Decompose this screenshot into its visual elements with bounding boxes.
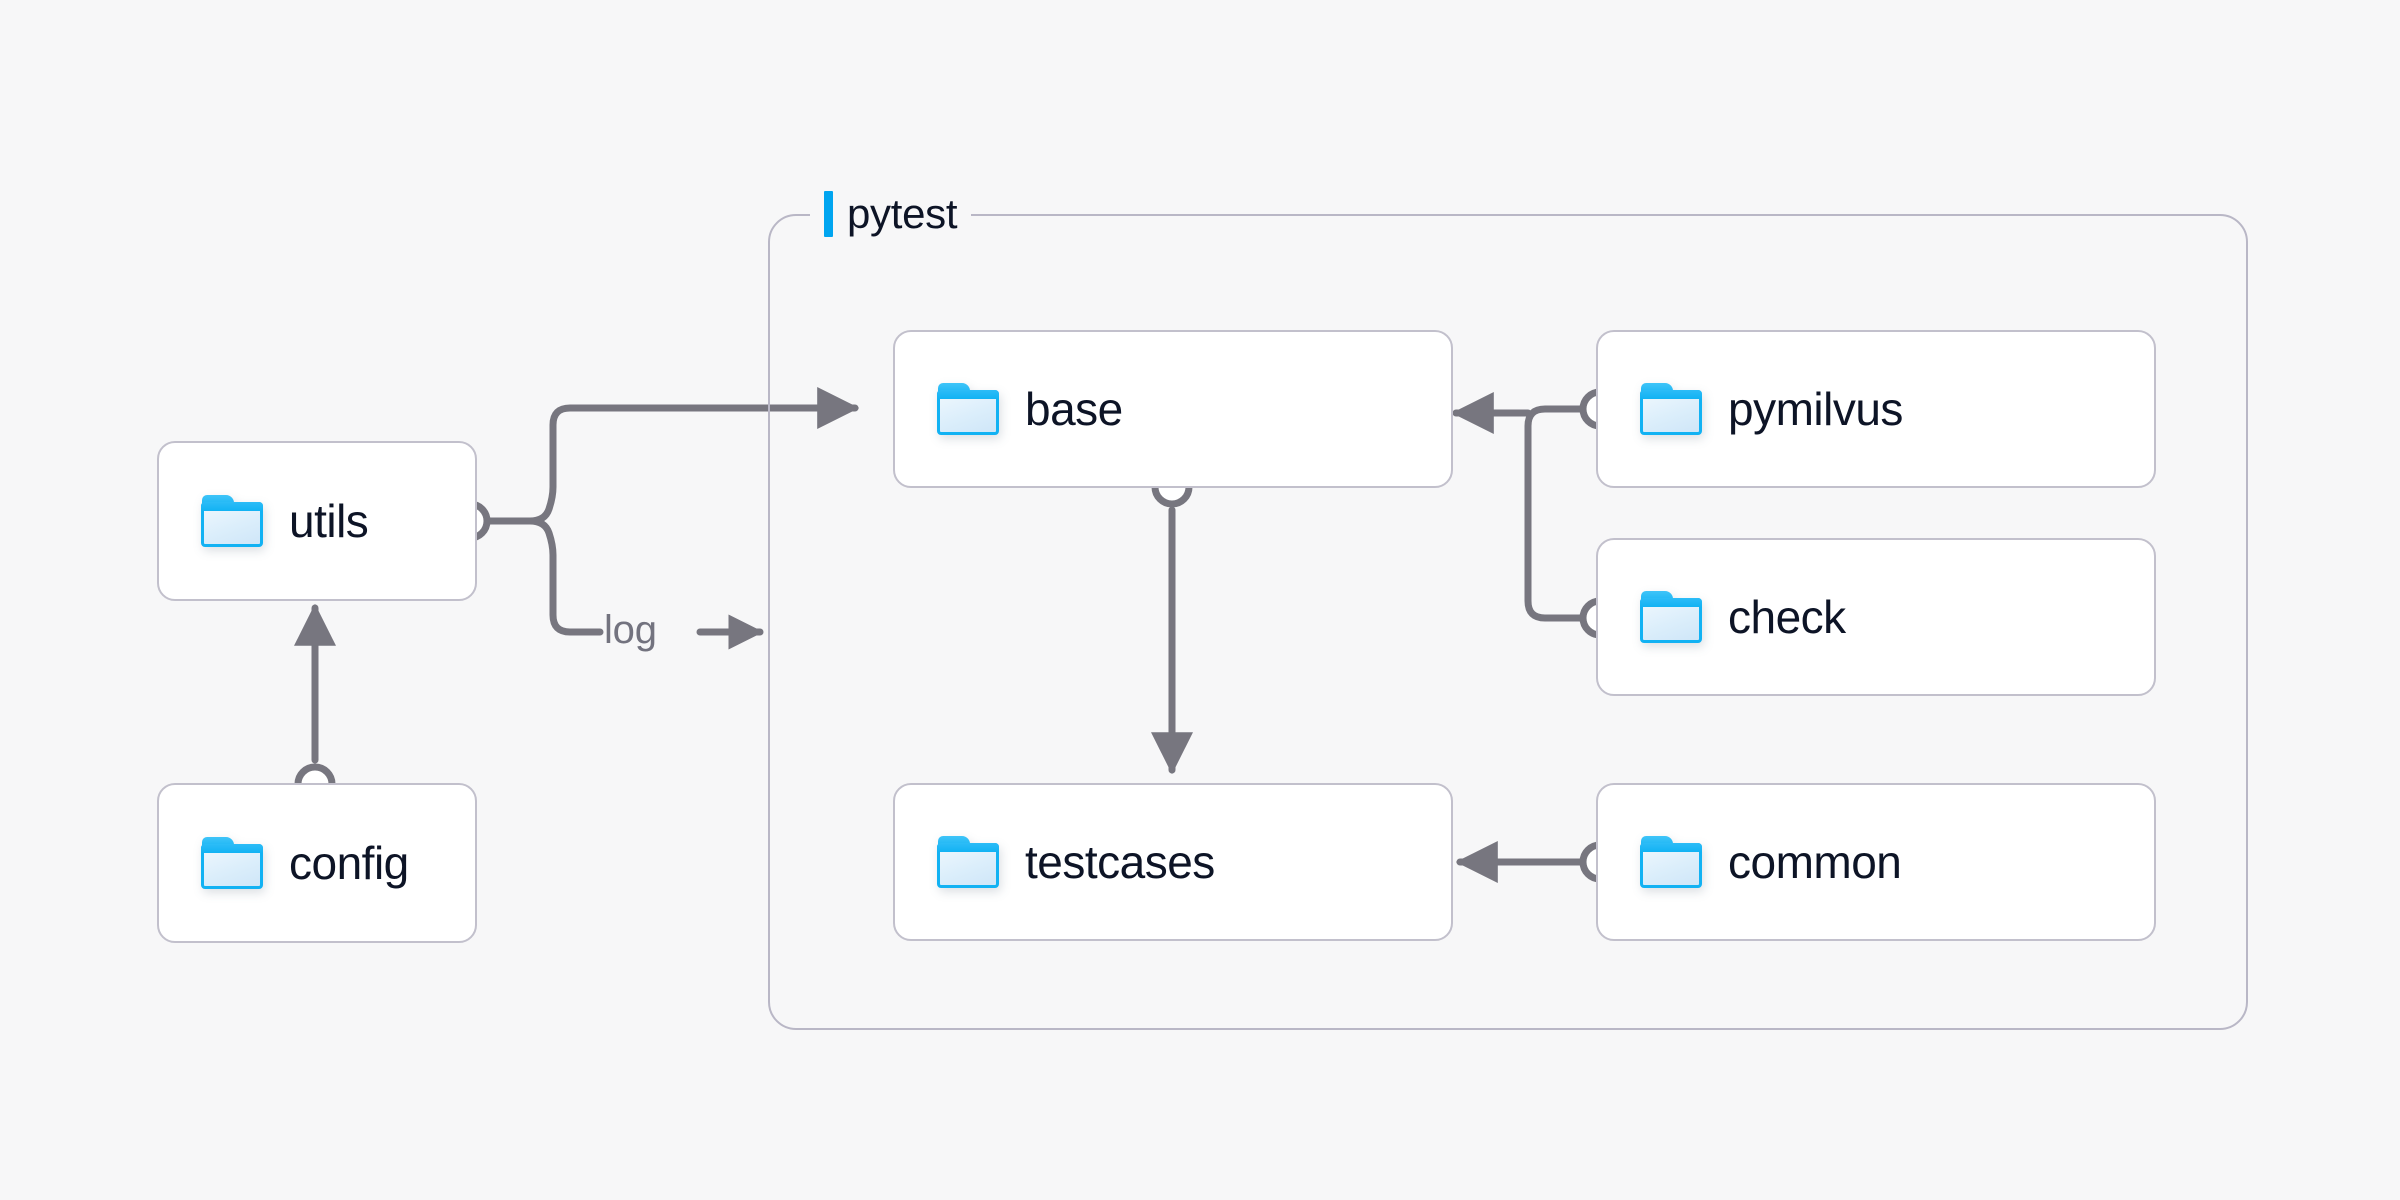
node-config[interactable]: config [157,783,477,943]
folder-icon [201,495,263,547]
folder-icon [937,836,999,888]
node-label-utils: utils [289,495,369,547]
node-base[interactable]: base [893,330,1453,488]
node-label-testcases: testcases [1025,836,1215,888]
accent-bar-icon [824,191,833,237]
edge-config-to-utils [294,603,336,805]
group-title: pytest [847,190,958,237]
node-label-common: common [1728,836,1902,888]
node-check[interactable]: check [1596,538,2156,696]
node-testcases[interactable]: testcases [893,783,1453,941]
node-utils[interactable]: utils [157,441,477,601]
group-pytest-label: pytest [810,186,972,242]
node-label-pymilvus: pymilvus [1728,383,1903,435]
group-pytest [768,214,2248,1030]
folder-icon [1640,383,1702,435]
node-common[interactable]: common [1596,783,2156,941]
folder-icon [201,837,263,889]
node-label-base: base [1025,383,1123,435]
node-label-config: config [289,837,409,889]
folder-icon [1640,836,1702,888]
node-label-check: check [1728,591,1846,643]
folder-icon [1640,591,1702,643]
edge-label-log: log [604,608,657,652]
folder-icon [937,383,999,435]
node-pymilvus[interactable]: pymilvus [1596,330,2156,488]
